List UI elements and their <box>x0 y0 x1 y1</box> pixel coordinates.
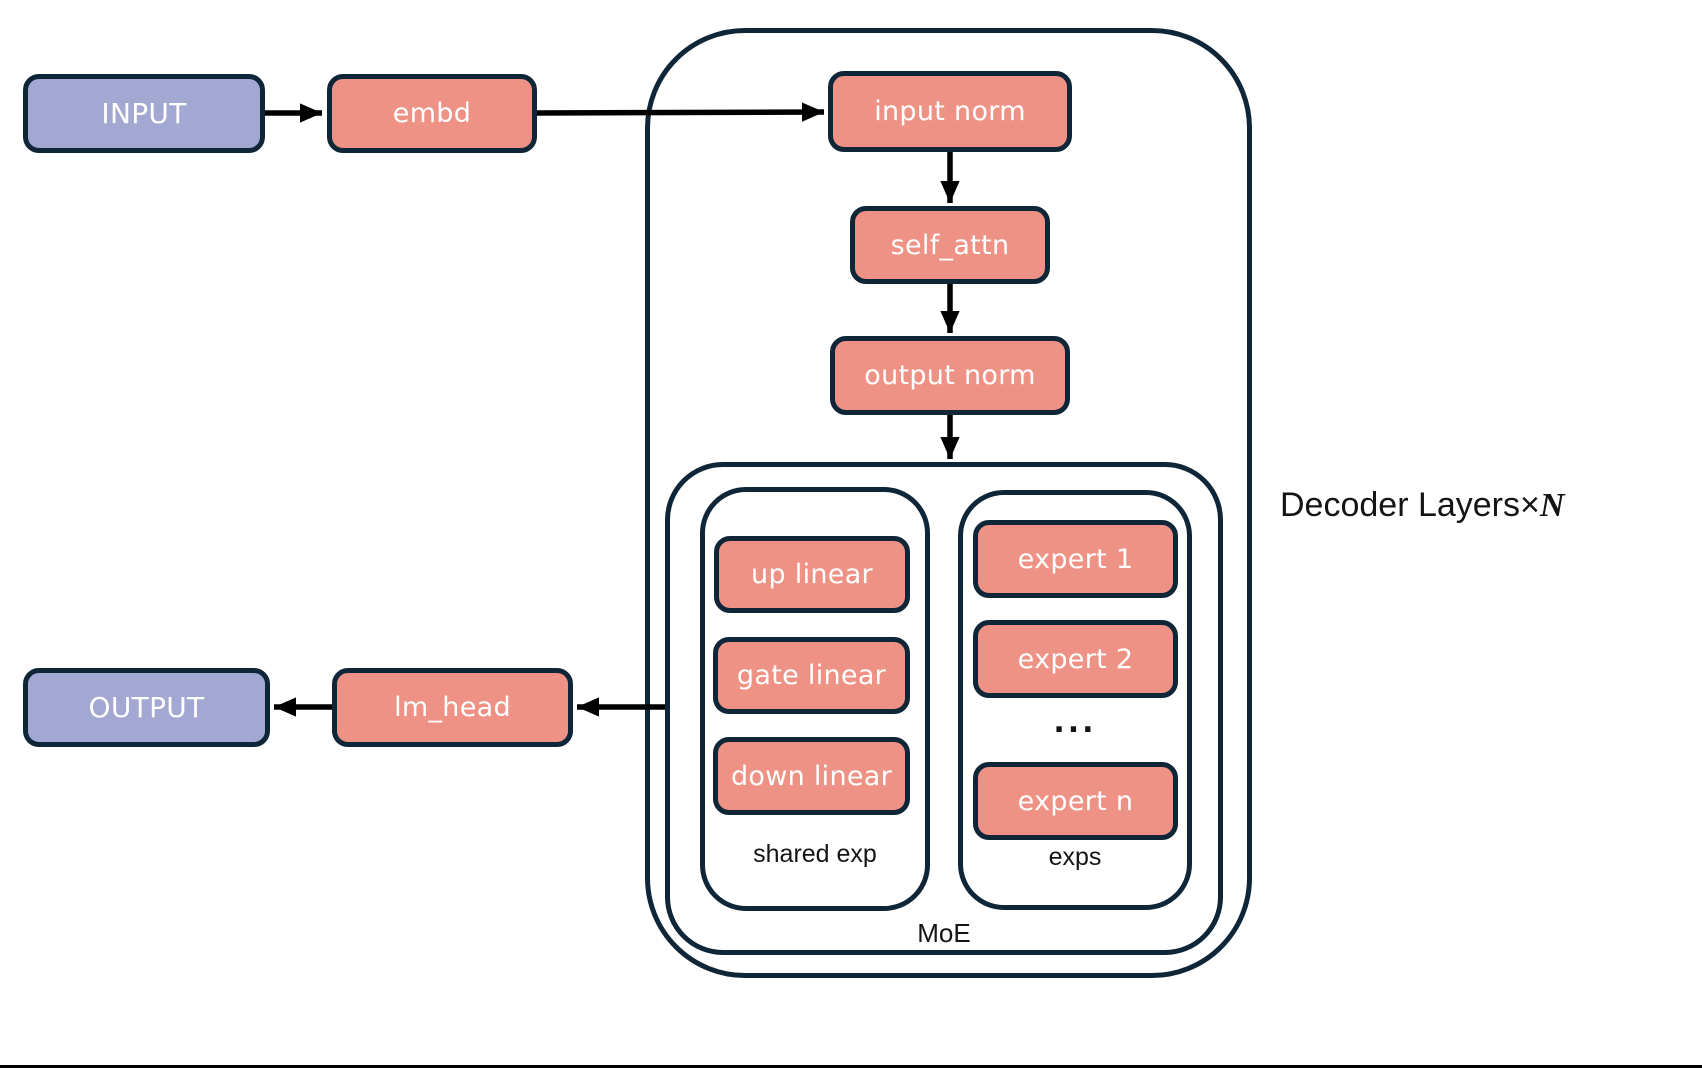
moe-container: up linear gate linear down linear shared… <box>665 462 1223 955</box>
decoder-layers-text: Decoder Layers <box>1280 486 1521 524</box>
times-symbol: × <box>1520 486 1540 524</box>
self-attn-node: self_attn <box>850 206 1050 284</box>
embd-node: embd <box>327 74 537 153</box>
output-node: OUTPUT <box>23 668 270 747</box>
up-linear-node: up linear <box>714 536 910 613</box>
n-symbol: N <box>1539 487 1565 524</box>
shared-exp-label: shared exp <box>753 840 877 868</box>
moe-label: MoE <box>917 918 971 948</box>
lm-head-node: lm_head <box>332 668 573 747</box>
expert-2-node: expert 2 <box>973 620 1178 698</box>
shared-exp-container: up linear gate linear down linear shared… <box>700 487 930 911</box>
input-norm-node: input norm <box>828 71 1072 152</box>
exps-container: expert 1 expert 2 ... expert n exps <box>958 490 1192 910</box>
exps-label: exps <box>1048 843 1102 871</box>
bottom-edge-line <box>0 1065 1702 1068</box>
input-node: INPUT <box>23 74 265 153</box>
experts-ellipsis: ... <box>1053 705 1097 740</box>
decoder-layers-container: input norm self_attn output norm up line… <box>645 28 1252 978</box>
expert-1-node: expert 1 <box>973 520 1178 598</box>
down-linear-node: down linear <box>713 737 910 815</box>
decoder-layers-label: Decoder Layers×N <box>1280 486 1564 525</box>
expert-n-node: expert n <box>973 762 1178 840</box>
output-norm-node: output norm <box>830 336 1070 415</box>
gate-linear-node: gate linear <box>713 637 910 714</box>
